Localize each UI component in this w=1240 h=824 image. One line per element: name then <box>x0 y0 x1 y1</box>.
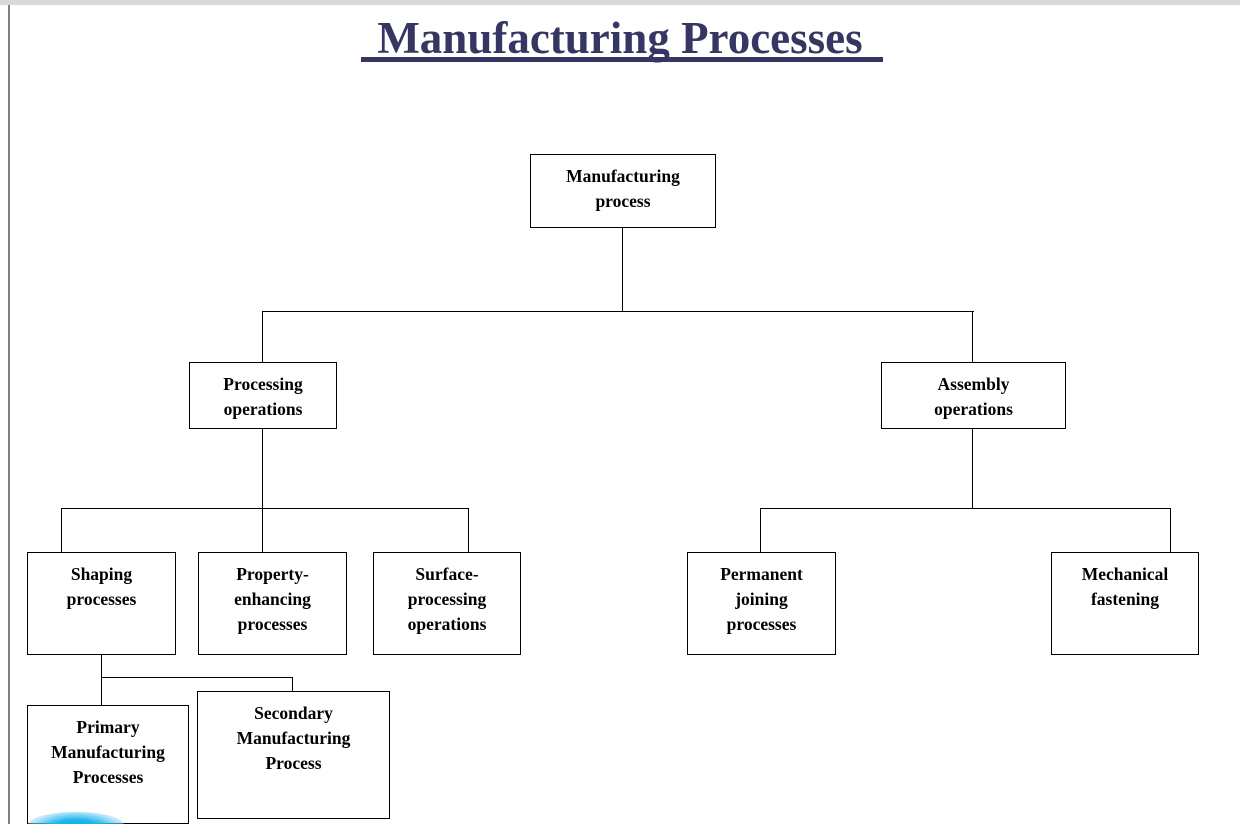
node-label-line3: operations <box>407 613 487 634</box>
node-property-enhancing-processes[interactable]: Property- enhancing processes <box>198 552 347 655</box>
decorative-blue-arc <box>28 812 124 824</box>
node-label-line2: operations <box>223 398 303 419</box>
connector-assembly-stem <box>972 429 974 509</box>
page-title-underline <box>361 57 883 62</box>
connector-processing-stem <box>262 429 264 509</box>
node-assembly-operations[interactable]: Assembly operations <box>881 362 1066 429</box>
page-title: Manufacturing Processes <box>377 13 863 63</box>
node-label-line2: joining <box>735 588 788 609</box>
connector-shaping-stem <box>101 655 103 678</box>
node-label-line3: processes <box>726 613 797 634</box>
node-permanent-joining-processes[interactable]: Permanent joining processes <box>687 552 836 655</box>
left-page-rule <box>8 5 10 824</box>
node-label-line2: operations <box>934 398 1013 419</box>
node-label-line2: fastening <box>1090 588 1160 609</box>
node-label-line1: Permanent <box>720 564 803 584</box>
connector-to-surface <box>468 508 470 553</box>
connector-to-secondary <box>292 677 294 691</box>
connector-shaping-bar <box>101 677 293 679</box>
node-mechanical-fastening[interactable]: Mechanical fastening <box>1051 552 1199 655</box>
top-strip <box>0 0 1240 5</box>
connector-to-permanent <box>760 508 762 553</box>
connector-to-assembly <box>972 311 974 363</box>
node-label-line1: Mechanical <box>1081 564 1169 584</box>
connector-to-mechanical <box>1170 508 1172 553</box>
node-label-line3: processes <box>237 613 308 634</box>
node-label-line3: Process <box>265 752 322 773</box>
connector-assembly-bar <box>760 508 1171 510</box>
node-label-line1: Primary <box>76 717 140 737</box>
node-primary-manufacturing-processes[interactable]: Primary Manufacturing Processes <box>27 705 189 824</box>
node-secondary-manufacturing-process[interactable]: Secondary Manufacturing Process <box>197 691 390 819</box>
connector-to-primary <box>101 677 103 705</box>
connector-to-property <box>262 508 264 553</box>
node-label-line1: Shaping <box>70 564 133 584</box>
connector-to-shaping <box>61 508 63 553</box>
node-label-line2: processes <box>66 588 137 609</box>
connector-processing-bar <box>61 508 469 510</box>
node-label-line1: Assembly <box>937 374 1010 394</box>
node-label-line2: enhancing <box>234 588 311 609</box>
node-label-line1: Property- <box>236 564 309 584</box>
node-label-line1: Surface- <box>415 564 479 584</box>
node-label-line1: Secondary <box>254 703 333 723</box>
node-shaping-processes[interactable]: Shaping processes <box>27 552 176 655</box>
node-processing-operations[interactable]: Processing operations <box>189 362 337 429</box>
node-manufacturing-process[interactable]: Manufacturing process <box>530 154 716 228</box>
connector-root-stem <box>622 228 624 312</box>
connector-level1-bar <box>262 311 974 313</box>
node-label-line1: Manufacturing <box>566 166 680 186</box>
node-label-line3: Processes <box>72 766 144 787</box>
node-label-line2: processing <box>407 588 487 609</box>
node-label-line2: Manufacturing <box>236 727 351 748</box>
node-label-line2: process <box>595 190 651 211</box>
node-surface-processing-operations[interactable]: Surface- processing operations <box>373 552 521 655</box>
node-label-line2: Manufacturing <box>51 741 165 762</box>
node-label-line1: Processing <box>223 374 303 394</box>
connector-to-processing <box>262 311 264 363</box>
